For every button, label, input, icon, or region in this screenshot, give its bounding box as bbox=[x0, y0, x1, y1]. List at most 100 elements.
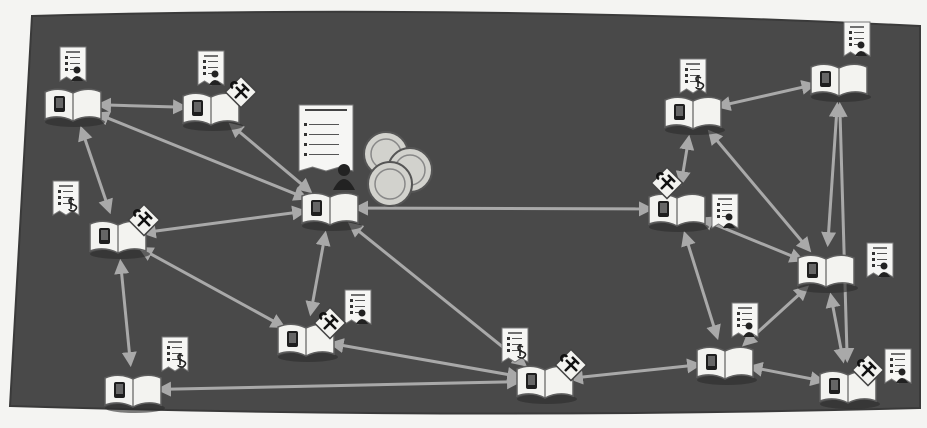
edge-n8-n10 bbox=[681, 230, 721, 341]
wrench-icon bbox=[133, 209, 151, 227]
receipt-bullet bbox=[717, 203, 720, 206]
edge-n8-n9 bbox=[675, 134, 695, 187]
wrench-icon bbox=[656, 172, 674, 190]
receipt-bullet bbox=[717, 209, 720, 212]
dollar-icon bbox=[517, 344, 527, 359]
book-shadow bbox=[820, 399, 880, 409]
wrench-icon bbox=[230, 81, 248, 99]
receipt-bullet bbox=[304, 153, 307, 156]
person-body bbox=[855, 51, 867, 56]
edge-n3-n5 bbox=[114, 258, 137, 368]
receipt-bullet bbox=[203, 60, 206, 63]
receipt-bullet bbox=[685, 80, 688, 83]
receipt-bullet bbox=[167, 346, 170, 349]
receipt-bullet bbox=[872, 264, 875, 267]
receipt-bullet bbox=[507, 343, 510, 346]
device-screen bbox=[831, 380, 838, 390]
receipt-bullet bbox=[65, 56, 68, 59]
coins-layer bbox=[363, 131, 433, 207]
receipt-bullet bbox=[203, 66, 206, 69]
device-screen bbox=[101, 230, 108, 240]
receipt-bullet bbox=[58, 196, 61, 199]
book-shadow bbox=[45, 117, 105, 127]
receipt-bullet bbox=[685, 74, 688, 77]
receipt-bullet bbox=[872, 252, 875, 255]
node-n9 bbox=[664, 58, 725, 135]
book-shadow bbox=[278, 352, 338, 362]
edges-layer bbox=[78, 80, 855, 397]
worker-body bbox=[333, 179, 355, 190]
device-screen bbox=[313, 202, 320, 212]
edge-n10-n13 bbox=[747, 361, 826, 387]
node-n6 bbox=[501, 327, 588, 404]
receipt-bullet bbox=[203, 72, 206, 75]
person-icon bbox=[857, 41, 865, 49]
receipt-bullet bbox=[58, 202, 61, 205]
edge-n11-n13 bbox=[825, 292, 849, 364]
receipt-bullet bbox=[304, 123, 307, 126]
receipt-bullet bbox=[717, 215, 720, 218]
person-body bbox=[878, 272, 890, 277]
dollar-icon bbox=[68, 197, 78, 212]
device-screen bbox=[708, 356, 715, 366]
book-shadow bbox=[183, 121, 243, 131]
receipt-bullet bbox=[890, 364, 893, 367]
device-screen bbox=[676, 106, 683, 116]
receipt-bullet bbox=[685, 68, 688, 71]
node-n8 bbox=[648, 166, 739, 232]
person-body bbox=[356, 319, 368, 324]
receipt-bullet bbox=[890, 358, 893, 361]
device-screen bbox=[289, 333, 296, 343]
person-body bbox=[71, 76, 83, 81]
person-icon bbox=[725, 213, 733, 221]
edge-n3-n4 bbox=[138, 247, 286, 328]
book-shadow bbox=[811, 92, 871, 102]
node-n3 bbox=[52, 180, 161, 259]
edge-n2-hub bbox=[228, 122, 313, 194]
edge-n4-hub bbox=[305, 230, 331, 317]
edge-n9-n12 bbox=[715, 80, 817, 111]
receipt-bullet bbox=[65, 68, 68, 71]
edge-n5-n6 bbox=[156, 374, 522, 397]
person-body bbox=[896, 378, 908, 383]
book-shadow bbox=[105, 403, 165, 413]
book-shadow bbox=[697, 375, 757, 385]
wrench-icon bbox=[560, 354, 578, 372]
receipt-bullet bbox=[350, 311, 353, 314]
node-hub bbox=[298, 104, 362, 231]
wrench-icon bbox=[319, 312, 337, 330]
person-body bbox=[723, 223, 735, 228]
book-shadow bbox=[517, 394, 577, 404]
node-n4 bbox=[277, 289, 372, 362]
dollar-icon bbox=[695, 75, 705, 90]
receipt-bullet bbox=[849, 43, 852, 46]
large-receipt-icon bbox=[298, 104, 354, 172]
coin-rim bbox=[374, 168, 406, 200]
device-screen bbox=[660, 203, 667, 213]
person-icon bbox=[745, 322, 753, 330]
book-shadow bbox=[798, 283, 858, 293]
nodes-layer bbox=[44, 21, 912, 413]
person-icon bbox=[211, 70, 219, 78]
person-body bbox=[209, 80, 221, 85]
device-screen bbox=[528, 375, 535, 385]
edge-n9-n11 bbox=[707, 129, 812, 253]
receipt-bullet bbox=[58, 190, 61, 193]
dollar-icon bbox=[177, 353, 187, 368]
book-shadow bbox=[665, 125, 725, 135]
device-screen bbox=[194, 102, 201, 112]
receipt-bullet bbox=[849, 37, 852, 40]
edge-n3-hub bbox=[140, 205, 308, 239]
receipt-bullet bbox=[507, 349, 510, 352]
edge-hub-n8 bbox=[353, 200, 654, 217]
receipt-bullet bbox=[872, 258, 875, 261]
receipt-bullet bbox=[507, 337, 510, 340]
node-n11 bbox=[797, 242, 894, 293]
person-icon bbox=[73, 66, 81, 74]
receipt-bullet bbox=[890, 370, 893, 373]
receipt-bullet bbox=[737, 324, 740, 327]
node-n2 bbox=[182, 50, 258, 131]
receipt-bullet bbox=[737, 312, 740, 315]
node-n1 bbox=[44, 46, 105, 127]
receipt-bullet bbox=[304, 143, 307, 146]
